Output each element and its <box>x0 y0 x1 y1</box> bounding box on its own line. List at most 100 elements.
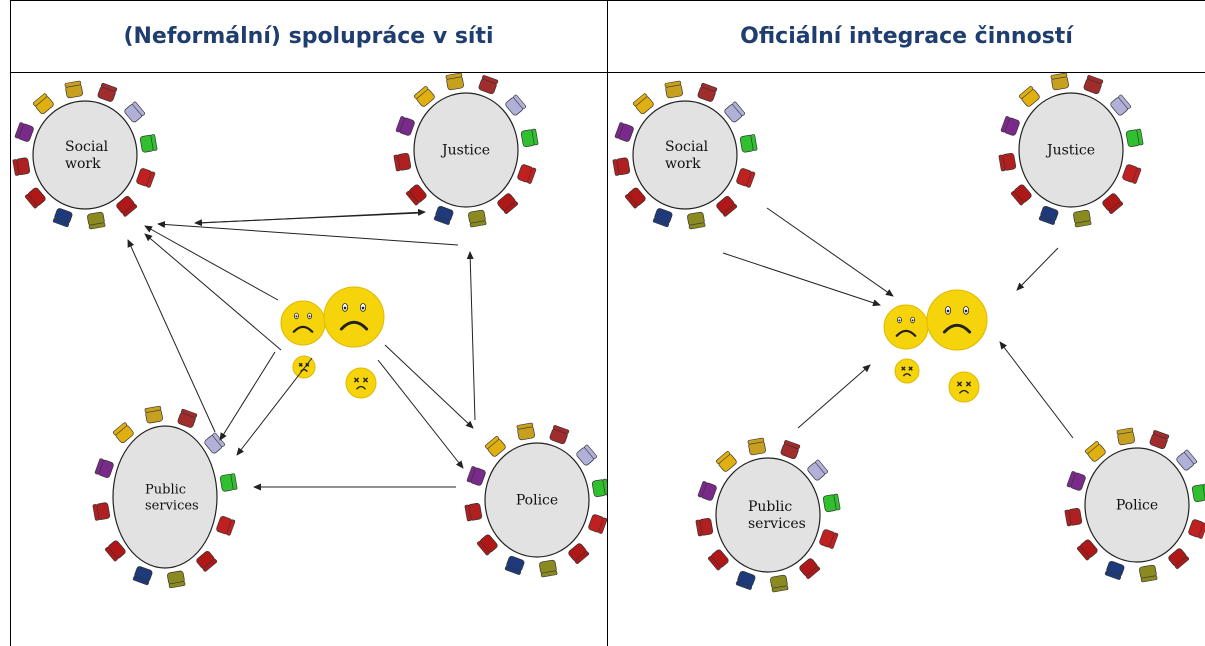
chair-icon <box>652 208 673 228</box>
chair-icon <box>1084 441 1106 462</box>
chair-icon <box>1116 427 1135 446</box>
dizzy-face-icon <box>345 367 377 399</box>
chair-icon <box>1073 209 1092 228</box>
chair-icon <box>196 551 218 572</box>
chair-icon <box>735 570 756 590</box>
chair-icon <box>468 209 487 228</box>
connector-arrow <box>144 225 279 301</box>
chair-icon <box>504 555 525 575</box>
connector-arrow <box>219 351 276 441</box>
chair-icon <box>64 80 83 99</box>
connector-arrow <box>384 344 474 429</box>
police-table-group: Police <box>1064 427 1205 583</box>
chair-icon <box>105 540 126 562</box>
chair-icon <box>687 211 706 230</box>
chair-icon <box>724 101 745 123</box>
chair-icon <box>1168 548 1190 569</box>
connector-arrow <box>999 341 1074 439</box>
chair-icon <box>1102 193 1124 214</box>
chair-icon <box>124 101 145 123</box>
chair-icon <box>1191 483 1205 503</box>
chair-icon <box>588 514 607 534</box>
chair-icon <box>1125 128 1144 148</box>
chair-icon <box>94 458 114 478</box>
chair-icon <box>144 405 163 424</box>
chair-icon <box>1176 449 1197 471</box>
police-table-label: Police <box>1116 498 1158 514</box>
table-border-middle <box>607 0 608 646</box>
chair-icon <box>1050 73 1069 91</box>
chair-icon <box>406 184 427 206</box>
chair-icon <box>780 440 801 460</box>
connector-arrow <box>722 252 881 307</box>
header-right: Oficiální integrace činností <box>608 0 1205 72</box>
two-column-table: (Neformální) spolupráce v síti Oficiální… <box>10 0 1205 646</box>
chair-icon <box>139 134 158 153</box>
connector-arrow <box>377 359 464 469</box>
dizzy-face-icon <box>948 371 980 403</box>
connector-arrow <box>157 220 459 246</box>
social-work-table-label: work <box>65 156 101 172</box>
dizzy-face-icon <box>292 355 316 379</box>
chair-icon <box>632 93 654 114</box>
chair-icon <box>1077 539 1098 561</box>
chair-icon <box>25 187 46 209</box>
chair-icon <box>715 451 737 472</box>
social-work-table <box>632 100 738 210</box>
sad-face-icon <box>883 304 929 350</box>
chair-icon <box>393 152 412 172</box>
sad-face-icon <box>926 289 988 351</box>
chair-icon <box>1064 507 1083 527</box>
header-divider <box>10 72 1205 73</box>
chair-icon <box>799 558 821 579</box>
chair-icon <box>1066 471 1086 491</box>
chair-icon <box>770 574 789 593</box>
public-services-table <box>715 457 821 573</box>
chair-icon <box>1011 184 1032 206</box>
connector-arrow <box>144 233 282 351</box>
chair-icon <box>1018 86 1040 107</box>
justice-table-label: Justice <box>1045 143 1095 159</box>
connector-arrow <box>127 239 216 433</box>
chair-icon <box>477 534 498 556</box>
chair-icon <box>112 422 134 443</box>
chair-icon <box>1139 564 1158 583</box>
chair-icon <box>478 75 499 95</box>
chair-icon <box>1038 205 1059 225</box>
chair-icon <box>664 80 683 99</box>
chair-icon <box>395 116 415 136</box>
chair-icon <box>614 122 634 142</box>
chair-icon <box>1104 560 1125 580</box>
police-table <box>1084 447 1190 563</box>
chair-icon <box>219 473 238 492</box>
chair-icon <box>1188 519 1205 539</box>
chair-icon <box>1110 94 1131 116</box>
header-left: (Neformální) spolupráce v síti <box>10 0 607 72</box>
chair-icon <box>32 93 54 114</box>
justice-table-group: Justice <box>393 73 539 228</box>
chair-icon <box>998 152 1017 172</box>
chair-icon <box>116 196 138 217</box>
chair-icon <box>136 168 156 188</box>
social-work-table-label: Social <box>665 139 709 155</box>
justice-table-group: Justice <box>998 73 1144 228</box>
chair-icon <box>716 196 738 217</box>
chair-icon <box>87 211 106 230</box>
chair-icon <box>497 193 519 214</box>
chair-icon <box>413 86 435 107</box>
chair-icon <box>520 128 539 148</box>
public-services-table-label: services <box>748 516 806 532</box>
chair-icon <box>12 157 31 176</box>
chair-icon <box>568 543 590 564</box>
police-table <box>484 442 590 558</box>
chair-icon <box>466 466 486 486</box>
chair-icon <box>177 408 198 428</box>
chair-icon <box>807 459 828 481</box>
header-left-text: (Neformální) spolupráce v síti <box>123 23 494 49</box>
chair-icon <box>819 529 839 549</box>
